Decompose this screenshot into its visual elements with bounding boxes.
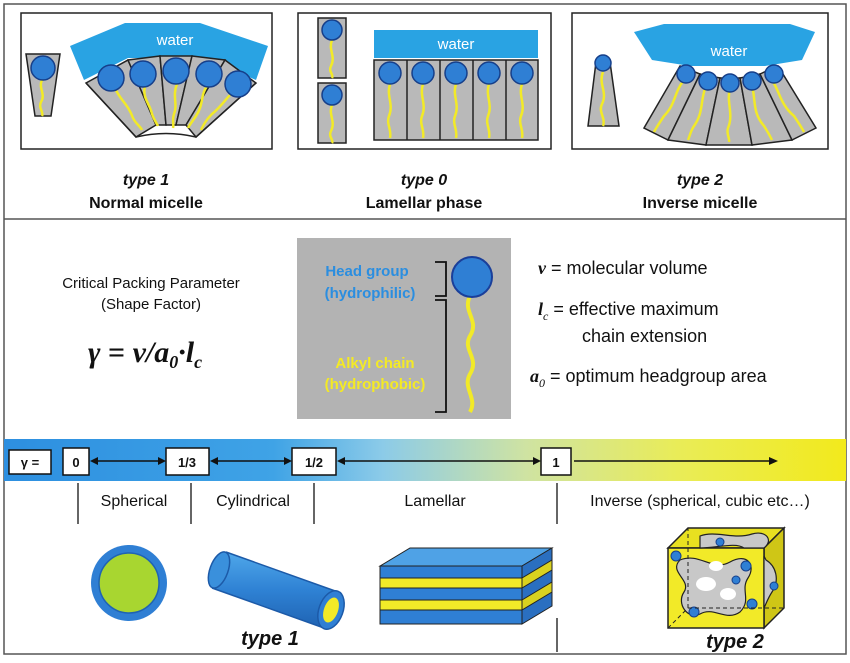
definition-v: v = molecular volume [538,258,708,278]
gradient-bar [4,439,846,481]
head-groups [676,64,784,93]
definitions: v = molecular volume lc = effective maxi… [530,258,768,390]
definition-lc-cont: chain extension [582,326,707,346]
head-bracket [435,261,447,297]
tail-bracket [435,299,447,413]
panel-title: Inverse micelle [643,195,758,212]
gamma-label: γ = [21,455,40,470]
panel-title: Normal micelle [89,195,203,212]
water-band [70,23,268,80]
region-label: Spherical [101,493,168,510]
bottom-type2-label: type 2 [706,631,764,653]
cpp-title: Critical Packing Parameter [62,275,240,292]
region-label: Cylindrical [216,493,290,510]
panel-lamellar-phase: water [297,12,552,212]
panel-title: Lamellar phase [366,195,483,212]
inverse-fan [642,65,818,146]
head-group-icon [594,54,612,72]
definition-a0: a0 = optimum headgroup area [530,366,768,390]
scale-arrows [90,457,778,465]
panel-inverse-micelle: water type 2 Inverse micelle [571,12,829,212]
water-band [374,30,538,58]
single-wedge-molecule [25,53,61,117]
single-inverse-wedge [587,54,620,127]
sphere-shape [91,545,167,621]
region-label: Inverse (spherical, cubic etc…) [590,493,810,510]
region-labels: Spherical Cylindrical Lamellar Inverse (… [101,493,810,510]
tick-box-1-2 [291,447,337,476]
stacked-column-molecules [317,17,347,144]
head-groups [97,57,252,98]
gamma-scale: γ = 0 1/3 1/2 1 [4,439,846,481]
bottom-type1-label: type 1 [241,628,299,650]
alkyl-chains [652,79,806,143]
tick-label: 1 [552,455,559,470]
head-group-note: (hydrophilic) [325,285,416,302]
type-label: type 0 [401,172,447,189]
definition-lc: lc = effective maximum [538,299,719,323]
tick-box-1 [540,447,572,476]
tick-label: 1/2 [305,455,323,470]
type-label: type 2 [677,172,723,189]
cylinder-shape [207,551,345,630]
cubic-phase-shape [666,526,786,630]
water-label: water [710,43,748,60]
alkyl-chain-note: (hydrophobic) [325,376,426,393]
molecule-schematic: Head group (hydrophilic) Alkyl chain (hy… [297,238,511,419]
cpp-subtitle: (Shape Factor) [101,296,201,313]
cpp-formula: γ = v/a0·lc [88,336,202,372]
head-group-label: Head group [325,263,408,280]
tick-box-1-3 [165,447,210,476]
gamma-label-box [8,449,52,475]
alkyl-chains [113,83,236,131]
tick-label: 0 [72,455,79,470]
head-group-icon [30,55,56,81]
tick-label: 1/3 [178,455,196,470]
alkyl-chain-icon [465,295,476,413]
region-dividers [77,483,558,652]
type-label: type 1 [123,172,169,189]
cpp-block: Critical Packing Parameter (Shape Factor… [62,275,240,372]
lamellar-row [373,59,539,141]
water-band [634,24,815,66]
alkyl-chain-label: Alkyl chain [335,355,414,372]
tick-box-0 [62,447,90,476]
panel-normal-micelle: water type 1 Normal micelle [20,12,273,212]
water-label: water [437,36,475,53]
water-label: water [156,32,194,49]
head-group-icon [451,256,493,298]
region-label: Lamellar [404,493,466,510]
lamellar-stack-shape [378,547,554,625]
